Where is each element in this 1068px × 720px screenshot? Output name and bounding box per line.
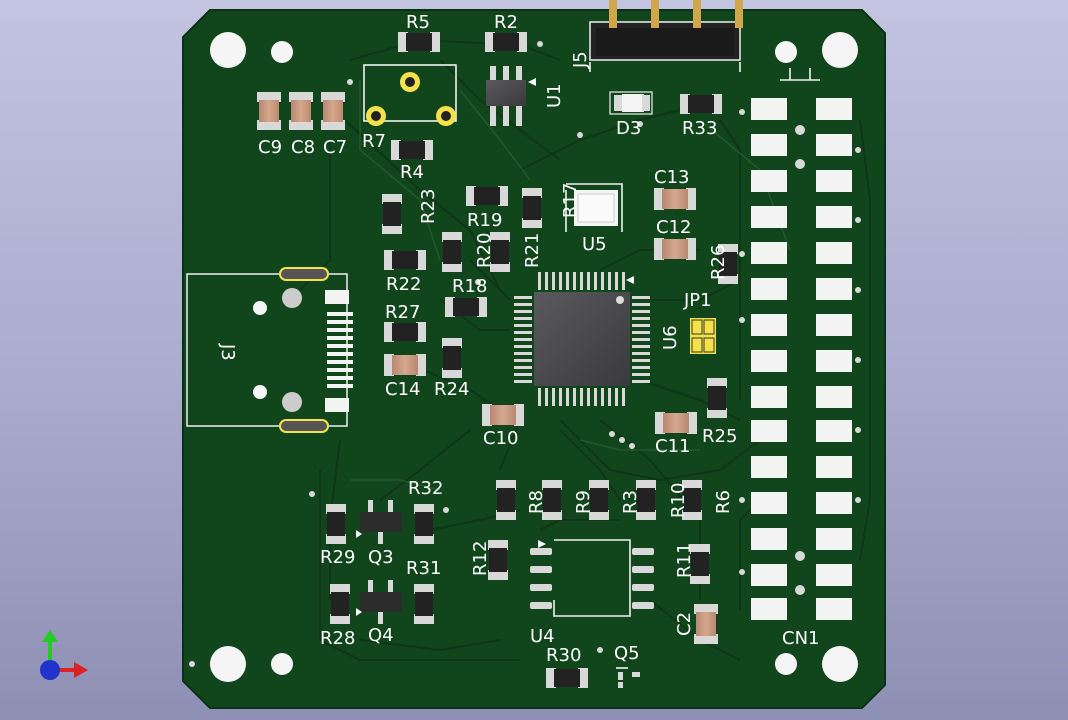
label-r8: R8: [526, 490, 547, 514]
axis-gizmo: [40, 630, 88, 680]
label-c10: C10: [483, 428, 518, 449]
label-r27: R27: [385, 302, 420, 323]
label-jp1: JP1: [683, 290, 712, 311]
axis-y-arrow: [42, 630, 58, 642]
u5-part: [565, 183, 623, 232]
axis-x-arrow: [74, 662, 88, 678]
label-r32: R32: [408, 478, 443, 499]
label-r21: R21: [522, 233, 543, 268]
axis-z-dot: [40, 660, 60, 680]
q4-transistor: [356, 580, 402, 624]
label-r3: R3: [620, 490, 641, 514]
u6-qfp-ic: [514, 272, 650, 406]
label-r22: R22: [386, 274, 421, 295]
smd-resistors-vertical: [326, 188, 738, 624]
label-r31: R31: [406, 558, 441, 579]
label-j3: J3: [217, 343, 238, 361]
u4-ic: [530, 539, 654, 617]
label-r24: R24: [434, 379, 469, 400]
label-j5: J5: [570, 51, 591, 69]
label-c14: C14: [385, 379, 420, 400]
d3-led: [609, 91, 653, 115]
label-q4: Q4: [368, 625, 394, 646]
smd-capacitors: [257, 92, 718, 644]
label-u4: U4: [530, 626, 555, 647]
label-c8: C8: [291, 137, 315, 158]
label-r33: R33: [682, 118, 717, 139]
label-r18: R18: [452, 276, 487, 297]
label-r29: R29: [320, 547, 355, 568]
label-r25: R25: [702, 426, 737, 447]
jp1-jumper: [690, 318, 716, 354]
label-r9: R9: [573, 490, 594, 514]
label-r23: R23: [418, 189, 439, 224]
label-r28: R28: [320, 628, 355, 649]
label-d3: D3: [616, 118, 641, 139]
label-q3: Q3: [368, 547, 394, 568]
label-u5: U5: [582, 234, 607, 255]
label-c2: C2: [674, 612, 695, 636]
mounting-holes: [210, 32, 858, 682]
r7-trimpot: [363, 64, 457, 126]
label-c13: C13: [654, 167, 689, 188]
label-r6: R6: [713, 490, 734, 514]
label-cn1: CN1: [782, 628, 820, 649]
label-u6: U6: [660, 325, 681, 350]
label-r20: R20: [474, 233, 495, 268]
label-c7: C7: [323, 137, 347, 158]
u1-ic: [486, 66, 536, 126]
label-r17: R17: [560, 183, 581, 218]
smd-resistors: [384, 32, 722, 688]
label-r7: R7: [362, 131, 386, 152]
label-r5: R5: [406, 12, 430, 33]
label-r19: R19: [467, 210, 502, 231]
cn1-connector: [751, 68, 852, 620]
label-r12: R12: [470, 541, 491, 576]
j3-usb-connector: [186, 267, 353, 433]
label-c12: C12: [656, 217, 691, 238]
q5-transistor: [616, 667, 640, 688]
label-u1: U1: [544, 83, 565, 108]
label-r26: R26: [708, 245, 729, 280]
label-r2: R2: [494, 12, 518, 33]
label-r30: R30: [546, 645, 581, 666]
vias: [189, 41, 861, 667]
label-r11: R11: [674, 543, 695, 578]
q3-transistor: [356, 500, 402, 544]
label-r10: R10: [668, 483, 689, 518]
label-c9: C9: [258, 137, 282, 158]
j5-pin-header: [589, 0, 743, 72]
label-q5: Q5: [614, 643, 640, 664]
label-r4: R4: [400, 162, 424, 183]
label-c11: C11: [655, 436, 690, 457]
